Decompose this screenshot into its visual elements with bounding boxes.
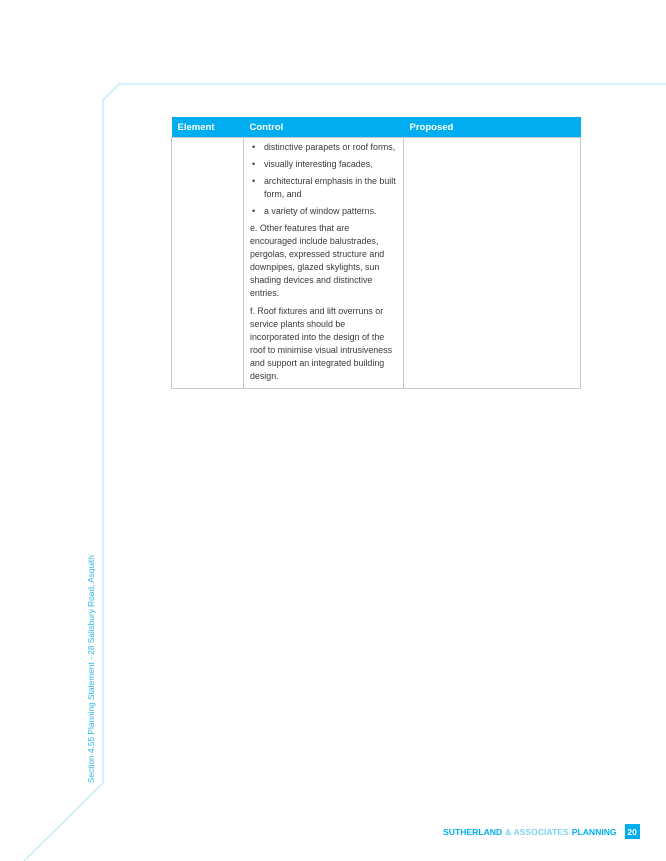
controls-table: Element Control Proposed distinctive par… [171,117,581,389]
control-paragraph-e: e. Other features that are encouraged in… [250,223,385,298]
control-paragraph-f: f. Roof fixtures and lift overruns or se… [250,306,393,381]
header-proposed: Proposed [403,117,581,138]
control-cell: distinctive parapets or roof forms, visu… [243,137,404,389]
list-item: distinctive parapets or roof forms, [250,141,397,154]
control-bullet-list: distinctive parapets or roof forms, visu… [250,141,397,218]
table-header-row: Element Control Proposed [171,117,581,138]
list-item: visually interesting facades, [250,158,397,171]
header-element: Element [171,117,244,138]
brand-connector: & ASSOCIATES [505,826,569,837]
side-caption: Section 4.55 Planning Statement - 28 Sal… [86,555,96,783]
list-item: architectural emphasis in the built form… [250,175,397,201]
table-row: distinctive parapets or roof forms, visu… [171,137,581,389]
proposed-cell [403,137,581,389]
element-cell [171,137,244,389]
header-control: Control [243,117,404,138]
page-number-badge: 20 [624,824,640,839]
list-item: a variety of window patterns. [250,205,397,218]
brand-primary: SUTHERLAND [443,826,503,837]
footer-brand: SUTHERLAND & ASSOCIATES PLANNING 20 [443,824,640,839]
brand-secondary: PLANNING [571,826,617,837]
